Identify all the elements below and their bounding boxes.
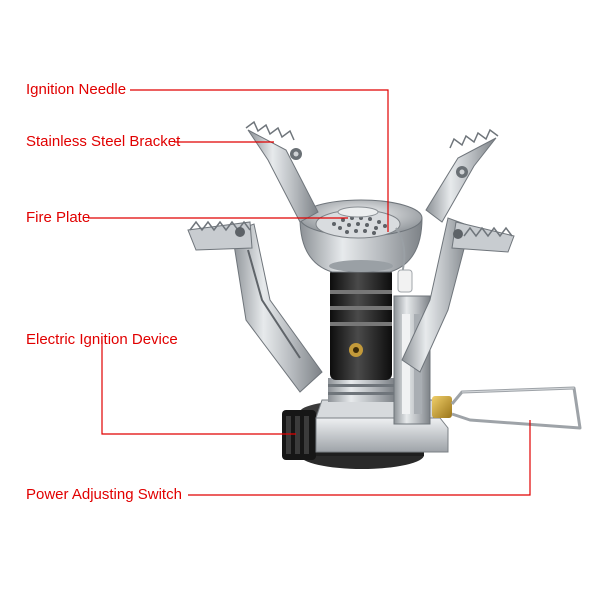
valve-handle <box>432 386 582 430</box>
pot-support-arm-back-right <box>425 128 499 223</box>
pot-support-arm-back-left <box>245 120 319 223</box>
leader-line-power-switch <box>188 420 531 496</box>
label-stainless-steel-bracket: Stainless Steel Bracket <box>26 133 181 150</box>
label-ignition-needle: Ignition Needle <box>26 81 127 98</box>
power-adjusting-switch <box>282 410 316 460</box>
burner-tube <box>330 268 392 380</box>
fire-plate <box>315 206 401 239</box>
leader-line-electric-ignition <box>101 340 296 435</box>
label-power-adjusting-switch: Power Adjusting Switch <box>26 486 182 503</box>
leader-line-ignition-needle <box>130 89 389 232</box>
pot-support-arm-front-left <box>187 220 323 393</box>
label-electric-ignition-device: Electric Ignition Device <box>26 331 178 348</box>
pot-support-arm-front-right <box>401 217 515 373</box>
fuel-connector <box>328 378 394 402</box>
label-fire-plate: Fire Plate <box>26 209 91 226</box>
ignition-needle <box>395 227 413 293</box>
callout-leader-lines <box>88 89 531 496</box>
